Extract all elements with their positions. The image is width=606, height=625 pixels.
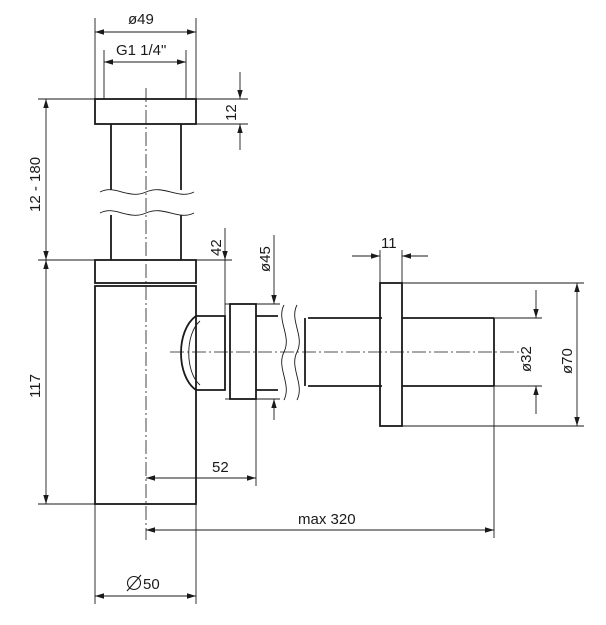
thread-label: G1 1/4" <box>116 42 166 59</box>
body-height-label: 117 <box>27 374 44 398</box>
horizontal-pipe <box>281 282 495 427</box>
outlet-reach-label: 52 <box>212 459 229 476</box>
center-lines <box>145 88 520 540</box>
pipe-diameter-label: ø32 <box>518 346 535 372</box>
dim-body-offset: 42 <box>196 228 232 352</box>
dim-cap-height: 12 <box>196 72 248 150</box>
riser-pipe <box>94 98 197 260</box>
dim-max-length: max 320 <box>146 386 495 538</box>
body-diameter-label: 50 <box>143 576 160 593</box>
dim-body-diameter: 50 <box>94 504 197 604</box>
siphon-body <box>94 259 197 505</box>
outlet-diameter-label: ø45 <box>257 246 274 272</box>
outlet-elbow <box>180 303 278 400</box>
flange-thickness-label: 11 <box>381 235 397 252</box>
dim-outlet-reach: 52 <box>146 399 257 486</box>
dim-outlet-diameter: ø45 <box>256 235 280 420</box>
dim-flange-thickness: 11 <box>352 235 428 283</box>
adjust-range-label: 12 - 180 <box>27 157 44 212</box>
dimensions: ø49 G1 1/4" 12 12 - 180 <box>27 11 584 604</box>
dim-thread: G1 1/4" <box>103 42 187 99</box>
dim-top-diameter: ø49 <box>94 11 197 99</box>
diameter-symbol-icon <box>126 574 142 592</box>
cap-height-label: 12 <box>223 104 240 121</box>
dim-body-height: 117 <box>27 260 95 505</box>
dim-flange-diameter: ø70 <box>402 282 584 427</box>
body-offset-label: 42 <box>208 239 225 256</box>
dim-pipe-diameter: ø32 <box>494 290 542 414</box>
flange-diameter-label: ø70 <box>559 348 576 374</box>
top-diameter-label: ø49 <box>128 11 154 28</box>
max-length-label: max 320 <box>298 511 356 528</box>
dim-adjust-range: 12 - 180 <box>27 98 95 261</box>
